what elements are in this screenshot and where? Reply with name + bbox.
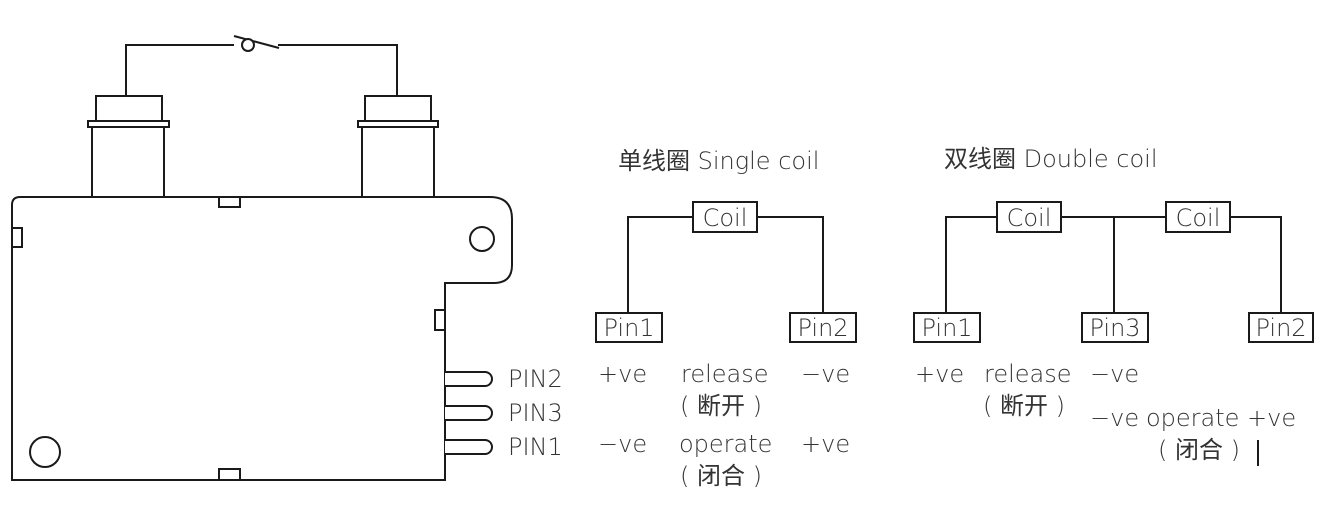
bottom-tab: [218, 468, 241, 481]
double-pin2-box: [1248, 312, 1314, 343]
single-coil-box: [692, 201, 758, 233]
right-tab: [434, 309, 446, 331]
double-release-right: −ve: [1090, 360, 1139, 388]
pin2-label: PIN2: [508, 365, 563, 393]
relay-device: PIN2 PIN3 PIN1: [11, 35, 563, 481]
double-pin2-label: Pin2: [1255, 314, 1306, 342]
single-coil-title: 单线圈 Single coil: [618, 147, 819, 175]
right-terminal-body: [361, 126, 435, 198]
relay-housing: [11, 196, 513, 481]
double-release-left: +ve: [915, 360, 964, 388]
double-release-chinese: ( 断开 ): [983, 392, 1065, 420]
single-coil-wire: [627, 216, 824, 313]
double-operate-right: +ve: [1247, 404, 1296, 432]
single-operate-left: −ve: [598, 430, 647, 458]
pin3-lead: [445, 405, 493, 421]
single-pin2-box: [789, 312, 857, 343]
single-operate-word: operate: [679, 430, 772, 458]
right-terminal-nut: [364, 95, 432, 122]
single-coil-schematic: 单线圈 Single coil Coil Pin1 Pin2 +ve relea…: [595, 147, 857, 490]
double-pin3-label: Pin3: [1089, 314, 1140, 342]
single-release-left: +ve: [598, 360, 647, 388]
mounting-hole-bottom-left: [29, 436, 61, 468]
double-operate-chinese: ( 闭合 ): [1158, 436, 1240, 464]
double-coil-title: 双线圈 Double coil: [944, 145, 1158, 173]
double-coil-wire: [945, 216, 1282, 313]
single-pin2-label: Pin2: [797, 314, 848, 342]
switch-wire: [125, 44, 398, 96]
double-operate-word: operate: [1146, 404, 1239, 432]
double-coil-schematic: 双线圈 Double coil Coil Coil Pin1 Pin3 Pin2…: [913, 145, 1314, 466]
switch-pivot: [241, 38, 255, 52]
mounting-hole-top-right: [469, 226, 495, 252]
double-coil1-box: [996, 201, 1062, 233]
left-terminal-body: [91, 126, 165, 198]
single-coil-label: Coil: [703, 204, 748, 232]
double-pin1-label: Pin1: [921, 314, 972, 342]
double-pin1-box: [913, 312, 981, 343]
single-release-word: release: [681, 360, 769, 388]
double-coil2-box: [1165, 201, 1231, 233]
switch-blade: [233, 35, 280, 49]
double-coil2-label: Coil: [1176, 204, 1221, 232]
left-tab: [11, 227, 23, 248]
single-release-chinese: ( 断开 ): [680, 392, 762, 420]
double-release-word: release: [984, 360, 1072, 388]
double-operate-left: −ve: [1090, 404, 1139, 432]
top-tab: [218, 196, 241, 208]
double-pin3-box: [1081, 312, 1149, 343]
single-pin1-label: Pin1: [603, 314, 654, 342]
single-operate-right: +ve: [801, 430, 850, 458]
single-release-right: −ve: [801, 360, 850, 388]
pin1-label: PIN1: [508, 433, 563, 461]
pin3-label: PIN3: [508, 399, 563, 427]
left-terminal-nut: [95, 95, 163, 122]
double-coil1-label: Coil: [1007, 204, 1052, 232]
pin1-lead: [445, 439, 493, 455]
single-operate-chinese: ( 闭合 ): [680, 462, 762, 490]
pin2-lead: [445, 371, 493, 387]
single-pin1-box: [595, 312, 663, 343]
